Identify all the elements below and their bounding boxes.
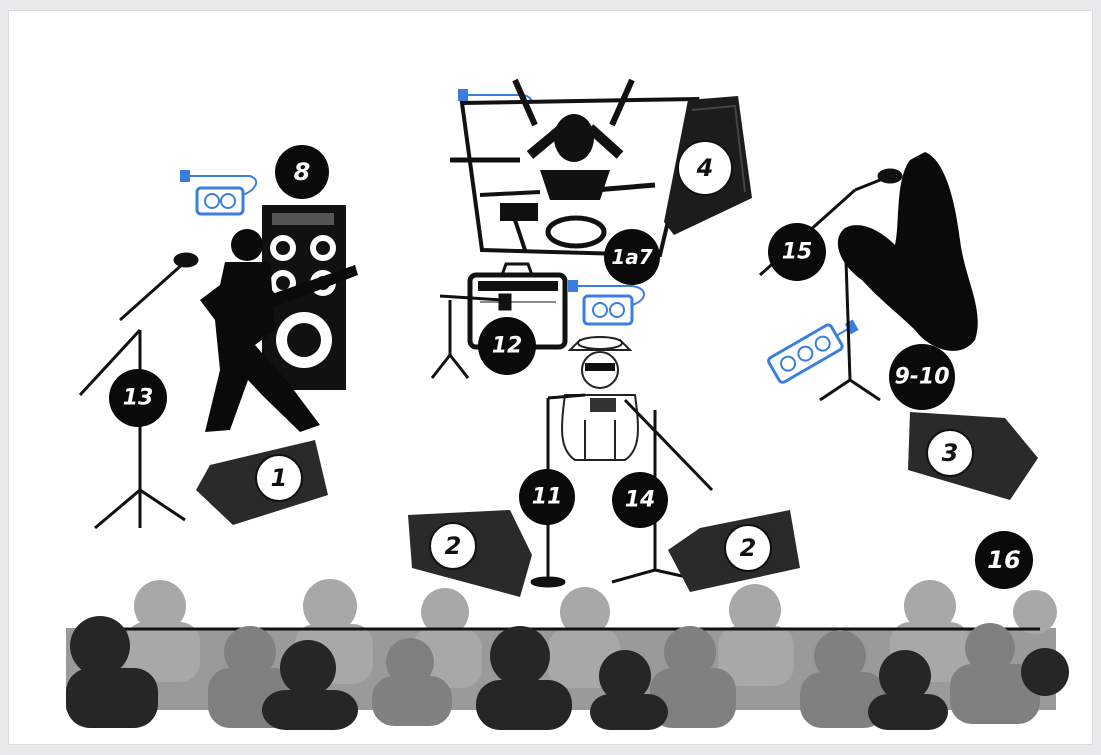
- power-strip-keys: [767, 319, 859, 384]
- badge-guitar-amp: 12: [478, 317, 536, 375]
- badge-audience: 16: [975, 531, 1033, 589]
- singer-figure: [561, 336, 639, 461]
- drum-kit-icon: [545, 215, 607, 249]
- badge-monitor-2-left: 2: [429, 522, 477, 570]
- badge-label: 9-10: [894, 365, 949, 390]
- badge-monitor-3: 3: [926, 429, 974, 477]
- badge-label: 2: [445, 532, 462, 560]
- badge-label: 3: [942, 439, 959, 467]
- power-strip-icon: [767, 323, 844, 384]
- stage-plot-panel: 8 4 1a7 12 13 15 9-10 11 14 16 1 2: [8, 10, 1093, 745]
- badge-label: 12: [492, 334, 523, 359]
- audience: [66, 579, 1069, 730]
- badge-left-mic: 13: [109, 369, 167, 427]
- plug-icon: [568, 280, 578, 292]
- badge-label: 11: [532, 485, 563, 510]
- badge-label: 2: [740, 534, 757, 562]
- badge-label: 15: [782, 240, 813, 265]
- badge-label: 1: [271, 464, 288, 492]
- badge-right-mic: 15: [768, 223, 826, 281]
- badge-label: 8: [294, 158, 311, 186]
- power-strip-amp: [568, 280, 645, 326]
- drummer-head: [554, 114, 594, 162]
- cymbal-right: [594, 182, 656, 193]
- amp-mic-stand: [430, 293, 512, 379]
- badge-label: 13: [123, 386, 154, 411]
- badge-vocal-mic: 11: [519, 469, 575, 525]
- badge-label: 4: [696, 154, 714, 182]
- plug-icon: [180, 170, 190, 182]
- stage-plot: 8 4 1a7 12 13 15 9-10 11 14 16 1 2: [66, 78, 1069, 730]
- keyboardist-silhouette: [837, 152, 978, 351]
- badge-label: 14: [625, 488, 656, 513]
- badge-drum-monitor: 4: [677, 140, 733, 196]
- audience-front-row: [66, 616, 1069, 730]
- power-strip-left: [180, 170, 258, 216]
- badge-bass-amp: 8: [275, 145, 329, 199]
- badge-label: 16: [987, 546, 1020, 574]
- badge-drums: 1a7: [604, 229, 660, 285]
- badge-monitor-2-right: 2: [724, 524, 772, 572]
- plug-icon: [458, 89, 468, 101]
- drum-kit: [450, 78, 656, 251]
- badge-label: 1a7: [611, 245, 652, 269]
- badge-monitor-1: 1: [255, 454, 303, 502]
- badge-keys: 9-10: [889, 344, 955, 410]
- bassist-silhouette: [200, 229, 358, 432]
- microphone-icon: [173, 252, 199, 268]
- badge-harmonica-mic: 14: [612, 472, 668, 528]
